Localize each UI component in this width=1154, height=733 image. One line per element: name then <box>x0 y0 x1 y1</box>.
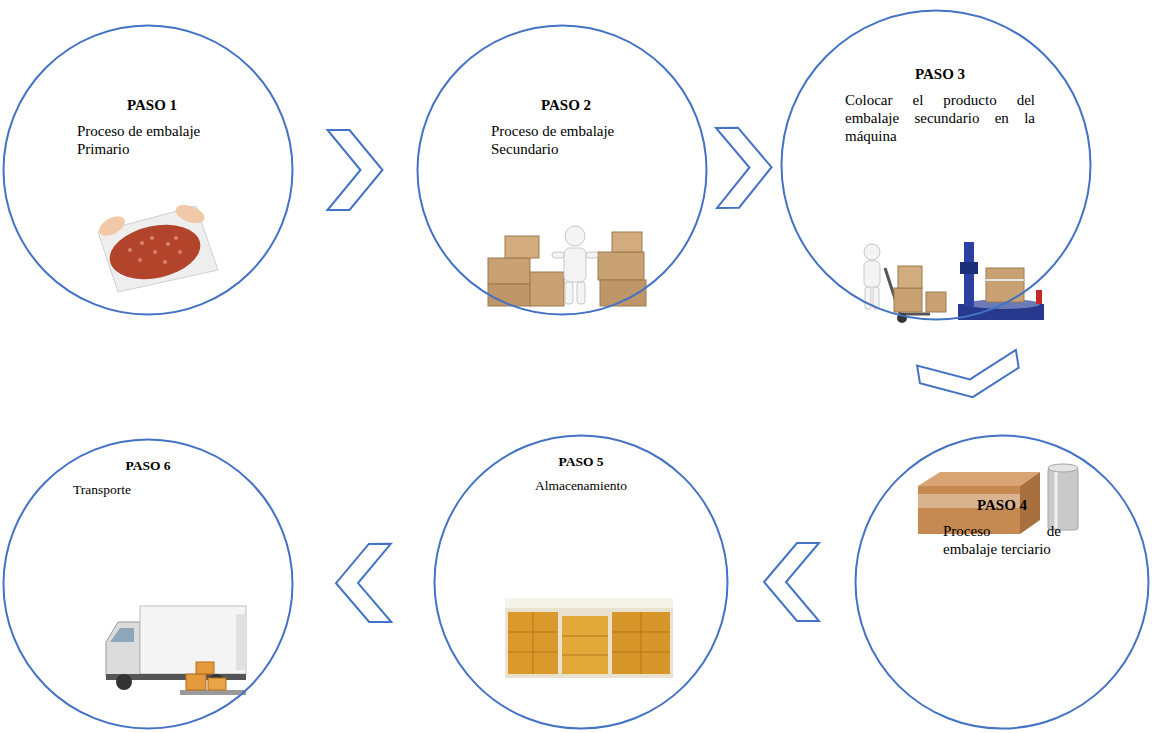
step-title: PASO 3 <box>845 65 1035 83</box>
step-circle: PASO 2 Proceso de embalaje Secundario <box>416 24 708 316</box>
step-title: PASO 2 <box>491 96 641 114</box>
step-circle: PASO 6 Transporte <box>2 438 294 730</box>
text-block: PASO 5 Almacenamiento <box>506 454 656 494</box>
sausage-illustration <box>96 201 218 292</box>
chevron-connector <box>716 128 772 208</box>
chevron-connector <box>336 544 391 622</box>
step-title: PASO 5 <box>506 454 656 470</box>
step-description: Transporte <box>73 482 223 498</box>
text-block: PASO 4 Proceso de embalaje terciario <box>943 496 1061 558</box>
circle-outline <box>2 438 294 730</box>
handtruck-illustration <box>864 244 946 323</box>
step-title: PASO 4 <box>943 496 1061 514</box>
circle-outline <box>2 24 294 316</box>
step-title: PASO 1 <box>77 96 227 114</box>
step-circle: PASO 4 Proceso de embalaje terciario <box>854 434 1150 730</box>
circle-border <box>856 436 1149 729</box>
text-block: PASO 1 Proceso de embalaje Primario <box>77 96 227 158</box>
step-description: Almacenamiento <box>506 478 656 494</box>
boxes-illustration <box>488 226 646 306</box>
circle-outline <box>780 9 1092 321</box>
truck-illustration <box>106 606 246 695</box>
text-block: PASO 2 Proceso de embalaje Secundario <box>491 96 641 158</box>
chevron-connector <box>328 130 383 210</box>
circle-border <box>418 26 707 315</box>
circle-border <box>4 26 293 315</box>
step-circle: PASO 5 Almacenamiento <box>433 434 729 730</box>
step-description: Colocar el producto del embalaje secunda… <box>845 91 1035 145</box>
wrapping-machine-illustration <box>958 242 1044 320</box>
circle-border <box>782 11 1091 320</box>
step-description: Proceso de embalaje terciario <box>943 522 1061 558</box>
chevron-connector <box>917 350 1019 397</box>
warehouse-illustration <box>505 598 673 678</box>
step-circle: PASO 3 Colocar el producto del embalaje s… <box>780 9 1092 321</box>
chevron-connector <box>764 543 819 621</box>
step-circle: PASO 1 Proceso de embalaje Primario <box>2 24 294 316</box>
step-title: PASO 6 <box>73 458 223 474</box>
text-block: PASO 3 Colocar el producto del embalaje s… <box>845 65 1035 145</box>
circle-outline <box>416 24 708 316</box>
circle-border <box>4 440 293 729</box>
circle-outline <box>854 434 1150 730</box>
step-description: Proceso de embalaje Primario <box>77 122 227 158</box>
text-block: PASO 6 Transporte <box>73 458 223 498</box>
step-description: Proceso de embalaje Secundario <box>491 122 641 158</box>
circle-border <box>435 436 728 729</box>
